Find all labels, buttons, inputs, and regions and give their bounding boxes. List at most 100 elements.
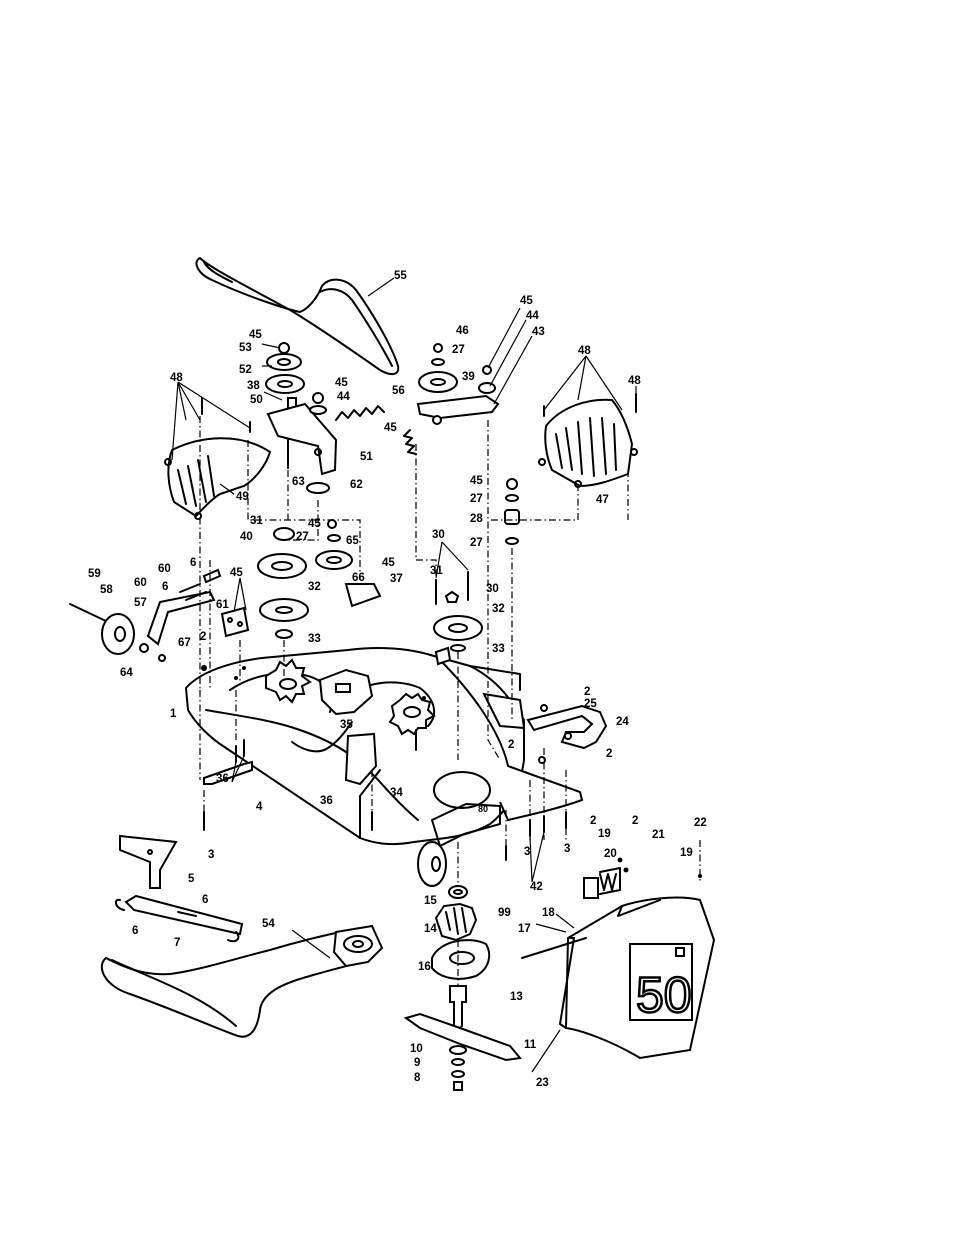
callout-21: 21 xyxy=(652,829,665,841)
callout-35: 35 xyxy=(340,719,353,731)
belt-cover-right-47 xyxy=(539,394,637,487)
callout-45: 45 xyxy=(470,475,483,487)
callout-33: 33 xyxy=(308,633,321,645)
callout-32: 32 xyxy=(308,581,321,593)
callout-45: 45 xyxy=(382,557,395,569)
callout-54: 54 xyxy=(262,918,275,930)
discharge-chute-23: 50 xyxy=(560,898,714,1058)
callout-7: 7 xyxy=(174,937,180,949)
callout-14: 14 xyxy=(424,923,437,935)
callout-47: 47 xyxy=(596,494,609,506)
callout-25: 25 xyxy=(584,698,597,710)
callout-27: 27 xyxy=(452,344,465,356)
callout-61: 61 xyxy=(216,599,229,611)
bracket-37 xyxy=(346,584,380,606)
callout-45: 45 xyxy=(308,518,321,530)
callout-51: 51 xyxy=(360,451,373,463)
callout-63: 63 xyxy=(292,476,305,488)
callout-44: 44 xyxy=(526,310,539,322)
callout-37: 37 xyxy=(390,573,403,585)
callout-38: 38 xyxy=(247,380,260,392)
callout-36: 36 xyxy=(216,773,229,785)
callout-60: 60 xyxy=(158,563,171,575)
belt-cover-left-49 xyxy=(165,398,270,519)
callout-6: 6 xyxy=(202,894,208,906)
callout-53: 53 xyxy=(239,342,252,354)
callout-48: 48 xyxy=(170,372,183,384)
callout-65: 65 xyxy=(346,535,359,547)
right-pulley-32 xyxy=(434,572,482,651)
idler-bracket-50 xyxy=(268,404,336,474)
callout-6: 6 xyxy=(132,925,138,937)
spring-56 xyxy=(336,406,384,420)
callout-45: 45 xyxy=(249,329,262,341)
idler-arm-43 xyxy=(418,396,498,418)
callout-2: 2 xyxy=(632,815,638,827)
callout-58: 58 xyxy=(100,584,113,596)
chute-decal-text: 50 xyxy=(636,967,692,1023)
callout-6: 6 xyxy=(162,581,168,593)
callout-8: 8 xyxy=(414,1072,421,1084)
callout-45: 45 xyxy=(520,295,533,307)
callout-2: 2 xyxy=(508,739,514,751)
callout-3: 3 xyxy=(208,849,214,861)
spindle-housing-16 xyxy=(432,940,489,979)
callout-10: 10 xyxy=(410,1043,423,1055)
callout-1: 1 xyxy=(170,708,177,720)
bracket-61 xyxy=(222,608,248,636)
callout-50: 50 xyxy=(250,394,263,406)
callout-30: 30 xyxy=(486,583,499,595)
bracket-stamp: 80 xyxy=(478,804,488,814)
callout-15: 15 xyxy=(424,895,437,907)
strap-24 xyxy=(528,705,606,763)
callout-23: 23 xyxy=(536,1077,549,1089)
callout-40: 40 xyxy=(240,531,253,543)
callout-3: 3 xyxy=(524,846,530,858)
callout-49: 49 xyxy=(236,491,249,503)
idler-arm-right xyxy=(404,344,498,454)
idler-stack-left xyxy=(266,343,384,493)
callout-9: 9 xyxy=(414,1057,420,1069)
callout-45: 45 xyxy=(230,567,243,579)
spring-51 xyxy=(404,430,416,454)
callout-27: 27 xyxy=(470,493,483,505)
callout-30: 30 xyxy=(432,529,445,541)
callout-2: 2 xyxy=(200,631,206,643)
callout-42: 42 xyxy=(530,881,543,893)
hanger-bracket-5 xyxy=(120,836,176,888)
gauge-wheel-assembly xyxy=(70,570,248,661)
callout-17: 17 xyxy=(518,923,531,935)
callout-64: 64 xyxy=(120,667,133,679)
callout-5: 5 xyxy=(188,873,195,885)
callout-43: 43 xyxy=(532,326,545,338)
callout-34: 34 xyxy=(390,787,403,799)
callout-27: 27 xyxy=(470,537,483,549)
callout-28: 28 xyxy=(470,513,483,525)
callout-31: 31 xyxy=(250,515,263,527)
deck-roller xyxy=(418,842,446,886)
callout-6: 6 xyxy=(190,557,196,569)
pulley-54-detail xyxy=(334,926,382,966)
callout-2: 2 xyxy=(584,686,590,698)
callout-48: 48 xyxy=(578,345,591,357)
callout-20: 20 xyxy=(604,848,617,860)
callout-67: 67 xyxy=(178,637,191,649)
callout-56: 56 xyxy=(392,385,405,397)
callout-45: 45 xyxy=(384,422,397,434)
callout-27: 27 xyxy=(296,531,309,543)
callout-55: 55 xyxy=(394,270,407,282)
callout-22: 22 xyxy=(694,817,707,829)
callout-44: 44 xyxy=(337,391,350,403)
callout-16: 16 xyxy=(418,961,431,973)
callout-19: 19 xyxy=(598,828,611,840)
callout-13: 13 xyxy=(510,991,523,1003)
callout-60: 60 xyxy=(134,577,147,589)
callout-57: 57 xyxy=(134,597,147,609)
callout-62: 62 xyxy=(350,479,363,491)
callout-48: 48 xyxy=(628,375,641,387)
callout-32: 32 xyxy=(492,603,505,615)
callout-19: 19 xyxy=(680,847,693,859)
callout-2: 2 xyxy=(606,748,612,760)
callout-39: 39 xyxy=(462,371,475,383)
